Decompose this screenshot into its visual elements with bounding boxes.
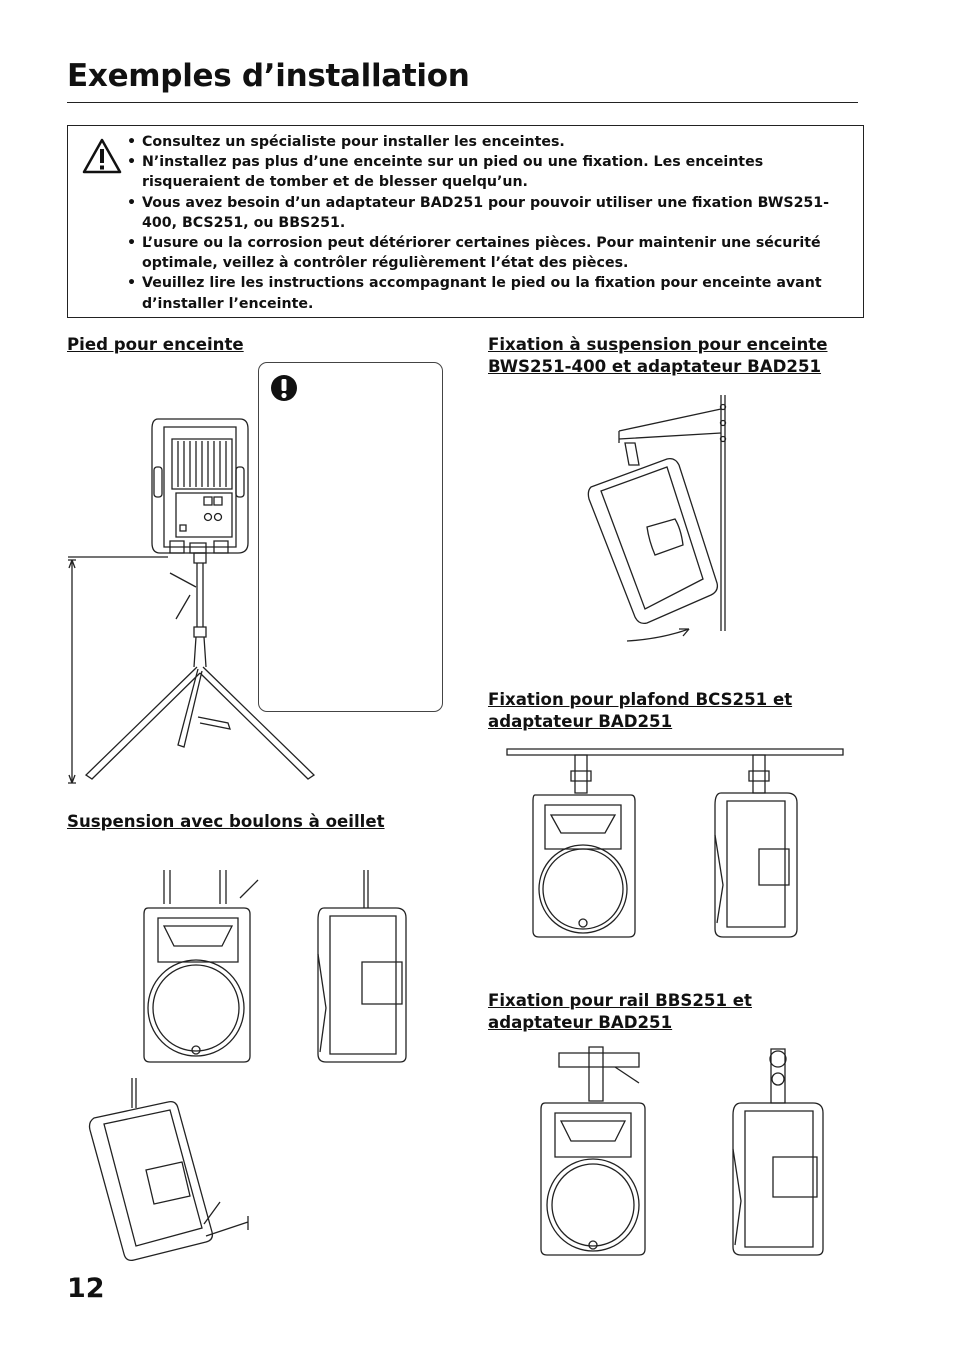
heading-ceiling-mount: Fixation pour plafond BCS251 et adaptate… (488, 690, 793, 731)
wall-mount-illustration (585, 395, 740, 655)
page-title: Exemples d’installation (67, 58, 470, 94)
warning-box: Consultez un spécialiste pour installer … (67, 125, 864, 318)
heading-eyebolt: Suspension avec boulons à oeillet (67, 812, 385, 831)
warning-item: N’installez pas plus d’une enceinte sur … (126, 152, 854, 192)
heading-wall-mount: Fixation à suspension pour enceinte BWS2… (488, 335, 828, 376)
caution-exclamation-icon (271, 375, 297, 401)
warning-item: Vous avez besoin d’un adaptateur BAD251 … (126, 193, 854, 233)
warning-item: L’usure ou la corrosion peut détériorer … (126, 233, 854, 273)
caution-note-box (258, 362, 443, 712)
warning-item: Veuillez lire les instructions accompagn… (126, 273, 854, 313)
rail-mount-illustration (535, 1045, 835, 1260)
eyebolt-suspension-illustration (140, 870, 410, 1070)
title-divider (67, 102, 858, 103)
warning-triangle-icon (82, 138, 122, 174)
page-number: 12 (67, 1273, 105, 1304)
speaker-stand-illustration (60, 405, 360, 790)
ceiling-mount-illustration (505, 745, 847, 945)
warning-item: Consultez un spécialiste pour installer … (126, 132, 854, 152)
heading-rail-mount: Fixation pour rail BBS251 et adaptateur … (488, 991, 752, 1032)
heading-stand: Pied pour enceinte (67, 335, 244, 354)
warning-list: Consultez un spécialiste pour installer … (126, 132, 854, 314)
eyebolt-tilted-illustration (88, 1078, 258, 1268)
